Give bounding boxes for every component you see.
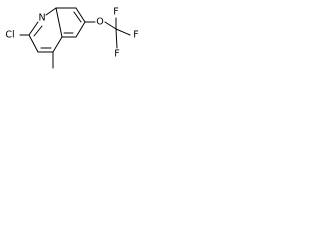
bond-n1-c2-inner [33,25,43,37]
bond-cf3-f3 [115,28,118,49]
atom-label-oxygen: O [96,17,103,28]
bond-c2-c3 [28,34,39,53]
atom-label-fluorine-3: F [114,49,119,60]
bond-cf3-f2 [115,28,131,36]
bond-c4-c4a [52,36,63,53]
atom-label-fluorine-1: F [113,7,118,18]
bond-o-cf3 [104,21,117,30]
bond-c8a-n1 [45,7,57,16]
bond-n1-c2 [28,21,39,36]
bond-c8-c7-inner [73,11,82,23]
bond-c4a-c8a [55,7,63,38]
atom-label-chlorine: Cl [5,30,14,41]
bond-c7-c6 [75,21,86,38]
bond-c8-c7 [75,7,86,23]
atom-label-nitrogen: N [38,13,45,24]
atom-label-fluorine-2: F [133,30,138,41]
quinoline-structure-diagram: N Cl O F F F [5,7,139,69]
